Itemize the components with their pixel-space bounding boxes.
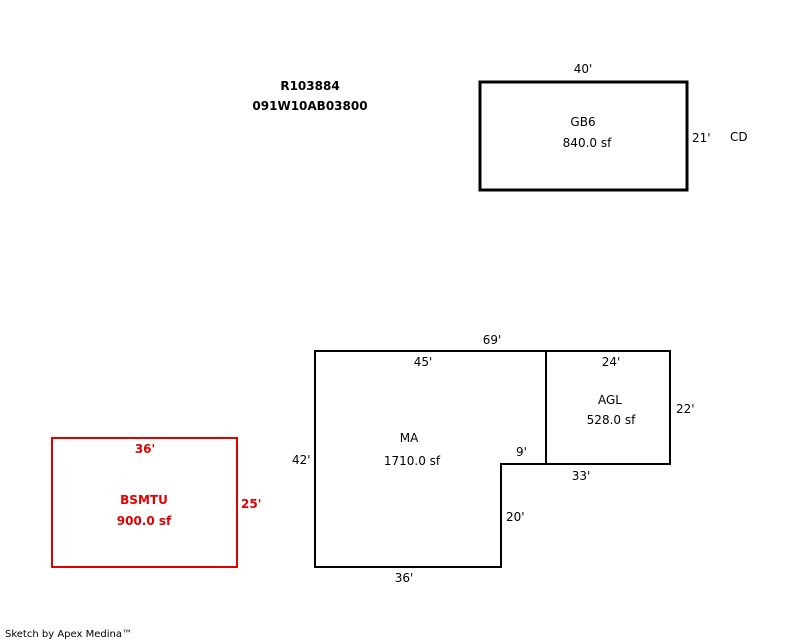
bsmtu-area: 900.0 sf xyxy=(117,514,172,528)
agl-top-dim: 24' xyxy=(602,355,621,369)
agl-label: AGL xyxy=(598,393,622,407)
gb6-outline xyxy=(478,80,689,192)
bsmtu-top-dim: 36' xyxy=(135,442,155,456)
bsmtu-outline xyxy=(51,437,238,568)
gb6-side-note: CD xyxy=(730,130,748,144)
gb6-top-dim: 40' xyxy=(574,62,593,76)
agl-area: 528.0 sf xyxy=(587,413,636,427)
ma-left-dim: 42' xyxy=(292,453,311,467)
ma-notch-dim: 9' xyxy=(516,445,527,459)
agl-outline xyxy=(545,350,671,465)
ma-top-dim: 45' xyxy=(414,355,433,369)
gb6-area: 840.0 sf xyxy=(563,136,612,150)
bsmtu-label: BSMTU xyxy=(120,493,168,507)
ma-label: MA xyxy=(400,431,419,445)
gb6-right-dim: 21' xyxy=(692,131,711,145)
parcel-id: R103884 xyxy=(280,79,339,93)
agl-bottom-dim: 33' xyxy=(572,469,591,483)
ma-bottom-dim: 36' xyxy=(395,571,414,585)
agl-right-dim: 22' xyxy=(676,402,695,416)
ma-notch-side-dim: 20' xyxy=(506,510,525,524)
ma-area: 1710.0 sf xyxy=(384,454,441,468)
map-number: 091W10AB03800 xyxy=(252,99,367,113)
ma-overall-top-dim: 69' xyxy=(483,333,502,347)
gb6-label: GB6 xyxy=(570,115,595,129)
sketch-credit: Sketch by Apex Medina™ xyxy=(5,629,132,640)
bsmtu-right-dim: 25' xyxy=(241,497,261,511)
